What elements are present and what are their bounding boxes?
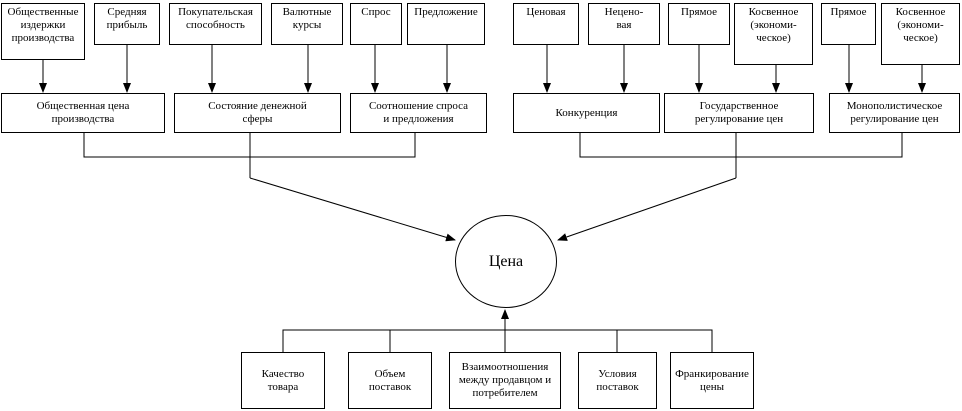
factor-monetary-sphere: Состояние денежной сферы (174, 93, 341, 133)
factor-state-direct: Прямое (668, 3, 730, 45)
factor-exchange-rates: Валютные курсы (271, 3, 343, 45)
factor-nonprice-competition: Нецено- вая (588, 3, 660, 45)
factor-seller-consumer-relations: Взаимоотношения между продавцом и потреб… (449, 352, 561, 409)
price-label: Цена (488, 252, 524, 270)
factor-product-quality: Качество товара (241, 352, 325, 409)
factor-state-indirect: Косвенное (экономи- ческое) (734, 3, 813, 65)
factor-purchasing-power: Покупательская способность (169, 3, 262, 45)
right-group-bracket (579, 133, 903, 158)
price-node: Цена (455, 215, 557, 308)
factor-delivery-volume: Объем поставок (348, 352, 432, 409)
bottom-group-bracket (282, 329, 713, 352)
factor-public-production-price: Общественная цена производства (1, 93, 165, 133)
factor-demand: Спрос (350, 3, 402, 45)
arrow-left-group-to-price (249, 177, 456, 242)
factor-public-costs: Общественные издержки производства (1, 3, 85, 60)
factor-delivery-terms: Условия поставок (578, 352, 657, 409)
factor-monopoly-direct: Прямое (821, 3, 876, 45)
factor-average-profit: Средняя прибыль (94, 3, 160, 45)
factor-supply-demand-ratio: Соотношение спроса и предложения (350, 93, 487, 133)
factor-supply: Предложение (407, 3, 485, 45)
factor-price-franking: Франкирование цены (670, 352, 754, 409)
factor-competition: Конкуренция (513, 93, 660, 133)
factor-monopoly-indirect: Косвенное (экономи- ческое) (881, 3, 960, 65)
arrow-right-group-to-price (557, 177, 737, 241)
factor-monopoly-regulation: Монополистическое регулирование цен (829, 93, 960, 133)
factor-state-regulation: Государственное регулирование цен (664, 93, 814, 133)
factor-price-competition: Ценовая (513, 3, 579, 45)
